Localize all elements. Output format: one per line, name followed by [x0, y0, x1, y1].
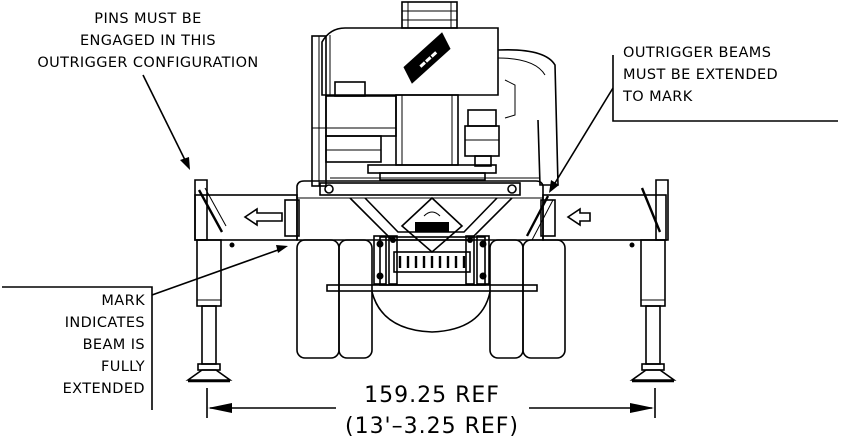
mark-note-line-3: BEAM IS — [83, 337, 145, 353]
mark-leader-frame — [2, 286, 153, 410]
dimension-line-1: 159.25 REF — [364, 383, 500, 408]
pins-leader — [142, 74, 186, 161]
beams-leader — [554, 87, 614, 184]
dimension-arrow-right-icon — [630, 403, 654, 413]
mark-leader-arrowhead-icon — [276, 245, 288, 253]
left-jack — [185, 239, 233, 383]
grill-icon — [415, 222, 449, 232]
mark-note-line-2: INDICATES — [65, 315, 145, 331]
mark-leader — [151, 249, 279, 296]
dimension-line-2: (13'–3.25 REF) — [345, 414, 519, 439]
hitch-assembly — [373, 235, 490, 285]
mark-note: MARK INDICATES BEAM IS FULLY EXTENDED — [63, 293, 145, 397]
left-outrigger — [194, 179, 300, 248]
beams-note: OUTRIGGER BEAMS MUST BE EXTENDED TO MARK — [622, 45, 778, 105]
mark-note-line-1: MARK — [101, 293, 145, 309]
dimension-text: 159.25 REF (13'–3.25 REF) — [345, 383, 519, 439]
pins-note-line-1: PINS MUST BE — [94, 11, 201, 27]
dimension-arrow-left-icon — [208, 403, 232, 413]
upper-housing — [311, 27, 559, 187]
right-beam-arrow-icon — [566, 207, 591, 227]
mark-note-line-5: EXTENDED — [63, 381, 145, 397]
pins-leader-arrowhead-icon — [180, 157, 190, 170]
dimension-line — [206, 388, 656, 418]
beams-note-line-3: TO MARK — [622, 89, 693, 105]
mast — [401, 1, 458, 29]
mark-note-line-4: FULLY — [101, 359, 145, 375]
right-outrigger — [525, 179, 669, 248]
right-jack — [629, 239, 677, 383]
beams-leader-frame — [612, 55, 838, 122]
manufacturer-logo: ▬▬▬ — [403, 32, 451, 84]
pins-note: PINS MUST BE ENGAGED IN THIS OUTRIGGER C… — [37, 11, 258, 71]
beams-note-line-2: MUST BE EXTENDED — [623, 67, 778, 83]
leader-lines — [2, 55, 838, 410]
carrier-frame — [296, 180, 544, 292]
pins-note-line-3: OUTRIGGER CONFIGURATION — [37, 55, 258, 71]
beams-note-line-1: OUTRIGGER BEAMS — [623, 45, 771, 61]
pins-note-line-2: ENGAGED IN THIS — [80, 33, 216, 49]
left-beam-arrow-icon — [243, 207, 283, 227]
beams-leader-arrowhead-icon — [549, 180, 559, 193]
